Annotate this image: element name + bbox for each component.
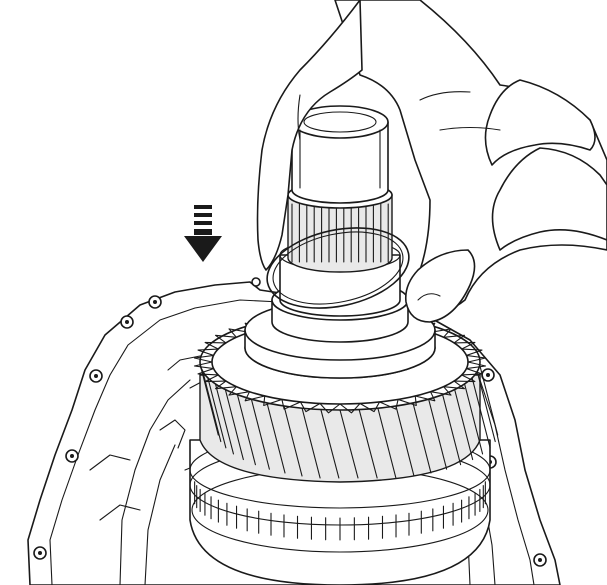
hand <box>256 0 607 323</box>
gear-tooth <box>319 402 341 414</box>
helical-tooth <box>207 377 227 449</box>
gear-tooth <box>228 328 251 338</box>
gear-tooth <box>397 395 417 407</box>
gear-tooth <box>197 368 219 376</box>
helical-tooth <box>476 370 496 443</box>
helical-tooth <box>395 405 415 477</box>
gear-tooth <box>414 391 436 402</box>
gear-tooth <box>214 380 237 390</box>
gear-tooth <box>204 341 227 350</box>
gear-tooth <box>453 374 476 383</box>
output-shaft <box>279 105 401 317</box>
gear-tooth <box>429 328 452 338</box>
gear-tooth <box>443 334 466 344</box>
gear-tooth <box>197 348 219 356</box>
gear-tooth <box>299 401 321 413</box>
helical-tooth <box>224 388 244 461</box>
helical-gear-teeth <box>199 364 499 479</box>
helical-tooth <box>358 409 378 479</box>
gear-tooth <box>193 354 215 363</box>
synchronizer-teeth <box>194 481 486 541</box>
helical-tooth <box>454 388 474 461</box>
down-arrow-icon <box>184 205 222 262</box>
helical-tooth <box>320 409 340 479</box>
helical-tooth <box>199 364 219 436</box>
gear-tooth <box>461 368 483 376</box>
gear-tooth <box>214 334 237 344</box>
gear-tooth <box>379 398 399 410</box>
helical-tooth <box>202 370 222 443</box>
helical-tooth <box>301 407 321 479</box>
gear-tooth <box>465 361 487 370</box>
gear-tooth <box>359 401 381 413</box>
helical-tooth <box>236 394 256 466</box>
gear-assembly <box>189 279 499 585</box>
gear-tooth <box>244 391 266 402</box>
gear-tooth <box>443 380 466 390</box>
helical-tooth <box>471 377 491 449</box>
gear-tooth <box>193 361 215 370</box>
helical-tooth <box>266 402 286 474</box>
helical-tooth <box>339 409 359 479</box>
snap-ring <box>251 227 410 309</box>
gear-tooth <box>281 398 301 410</box>
helical-tooth <box>214 383 234 455</box>
helical-tooth <box>283 405 303 477</box>
gear-tooth <box>228 386 251 396</box>
gear-tooth <box>465 354 487 363</box>
gear-tooth <box>429 386 452 396</box>
helical-tooth <box>412 402 432 474</box>
helical-tooth <box>377 407 397 479</box>
helical-tooth <box>250 398 270 470</box>
gear-tooth <box>453 341 476 350</box>
helical-tooth <box>428 398 448 470</box>
helical-tooth <box>479 364 499 436</box>
gear-tooth <box>204 374 227 383</box>
helical-tooth <box>442 394 462 466</box>
gear-tooth <box>263 395 283 407</box>
gear-tooth <box>339 402 361 414</box>
helical-tooth <box>464 383 484 455</box>
gear-tooth <box>461 348 483 356</box>
